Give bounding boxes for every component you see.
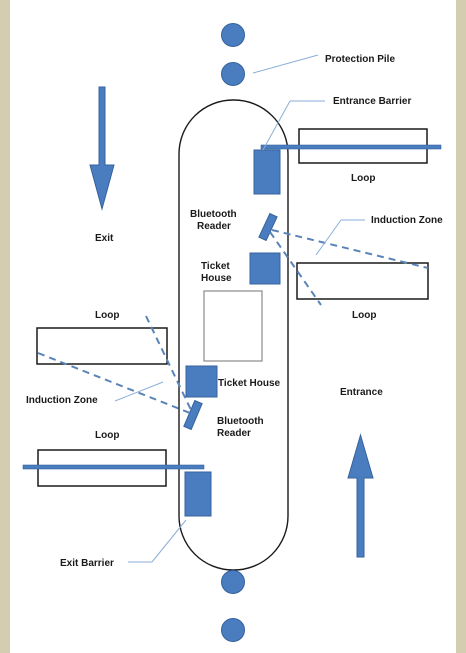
ticket-machine-top <box>249 252 281 285</box>
leader-induction-zone-right <box>315 219 342 256</box>
label-ticket-house-top-1: Ticket <box>201 261 230 272</box>
ticket-machine-bottom <box>185 365 218 398</box>
induction-line-right-upper <box>271 229 429 269</box>
right-border <box>456 0 466 653</box>
label-bluetooth-reader-bottom-1: Bluetooth <box>217 416 264 427</box>
entrance-barrier-box <box>253 149 281 195</box>
label-loop-bottom-left: Loop <box>95 430 119 441</box>
exit-barrier-arm <box>22 464 205 470</box>
label-protection-pile: Protection Pile <box>325 54 395 65</box>
protection-pile-bottom-2 <box>221 618 245 642</box>
exit-barrier-box <box>184 471 212 517</box>
induction-line-left-upper <box>145 315 193 413</box>
bluetooth-reader-top <box>258 212 278 242</box>
label-bluetooth-reader-top-1: Bluetooth <box>190 209 237 220</box>
label-loop-mid-left: Loop <box>95 310 119 321</box>
leader-entrance-barrier <box>262 100 291 151</box>
label-induction-zone-right: Induction Zone <box>371 215 443 226</box>
leader-protection-pile <box>252 54 319 74</box>
induction-line-right-lower <box>269 231 322 306</box>
entrance-arrow <box>347 433 374 558</box>
exit-arrow <box>89 86 115 211</box>
label-entrance-barrier: Entrance Barrier <box>333 96 411 107</box>
loop-mid-right <box>296 262 429 300</box>
ticket-house-building <box>203 290 263 362</box>
label-exit: Exit <box>95 233 114 244</box>
induction-line-left-lower <box>37 352 191 414</box>
label-ticket-house-bottom: Ticket House <box>218 378 280 389</box>
left-border <box>0 0 10 653</box>
protection-pile-top-2 <box>221 62 245 86</box>
leader-induction-zone-left <box>114 381 164 402</box>
label-bluetooth-reader-bottom-2: Reader <box>217 428 251 439</box>
label-induction-zone-left: Induction Zone <box>26 395 98 406</box>
protection-pile-top-1 <box>221 23 245 47</box>
entrance-barrier-arm <box>260 144 442 150</box>
label-entrance: Entrance <box>340 387 383 398</box>
label-exit-barrier: Exit Barrier <box>60 558 114 569</box>
loop-mid-left <box>36 327 168 365</box>
label-bluetooth-reader-top-2: Reader <box>197 221 231 232</box>
protection-pile-bottom-1 <box>221 570 245 594</box>
leader-exit-barrier-diag <box>151 519 187 563</box>
label-loop-mid-right: Loop <box>352 310 376 321</box>
label-loop-top-right: Loop <box>351 173 375 184</box>
label-ticket-house-top-2: House <box>201 273 232 284</box>
